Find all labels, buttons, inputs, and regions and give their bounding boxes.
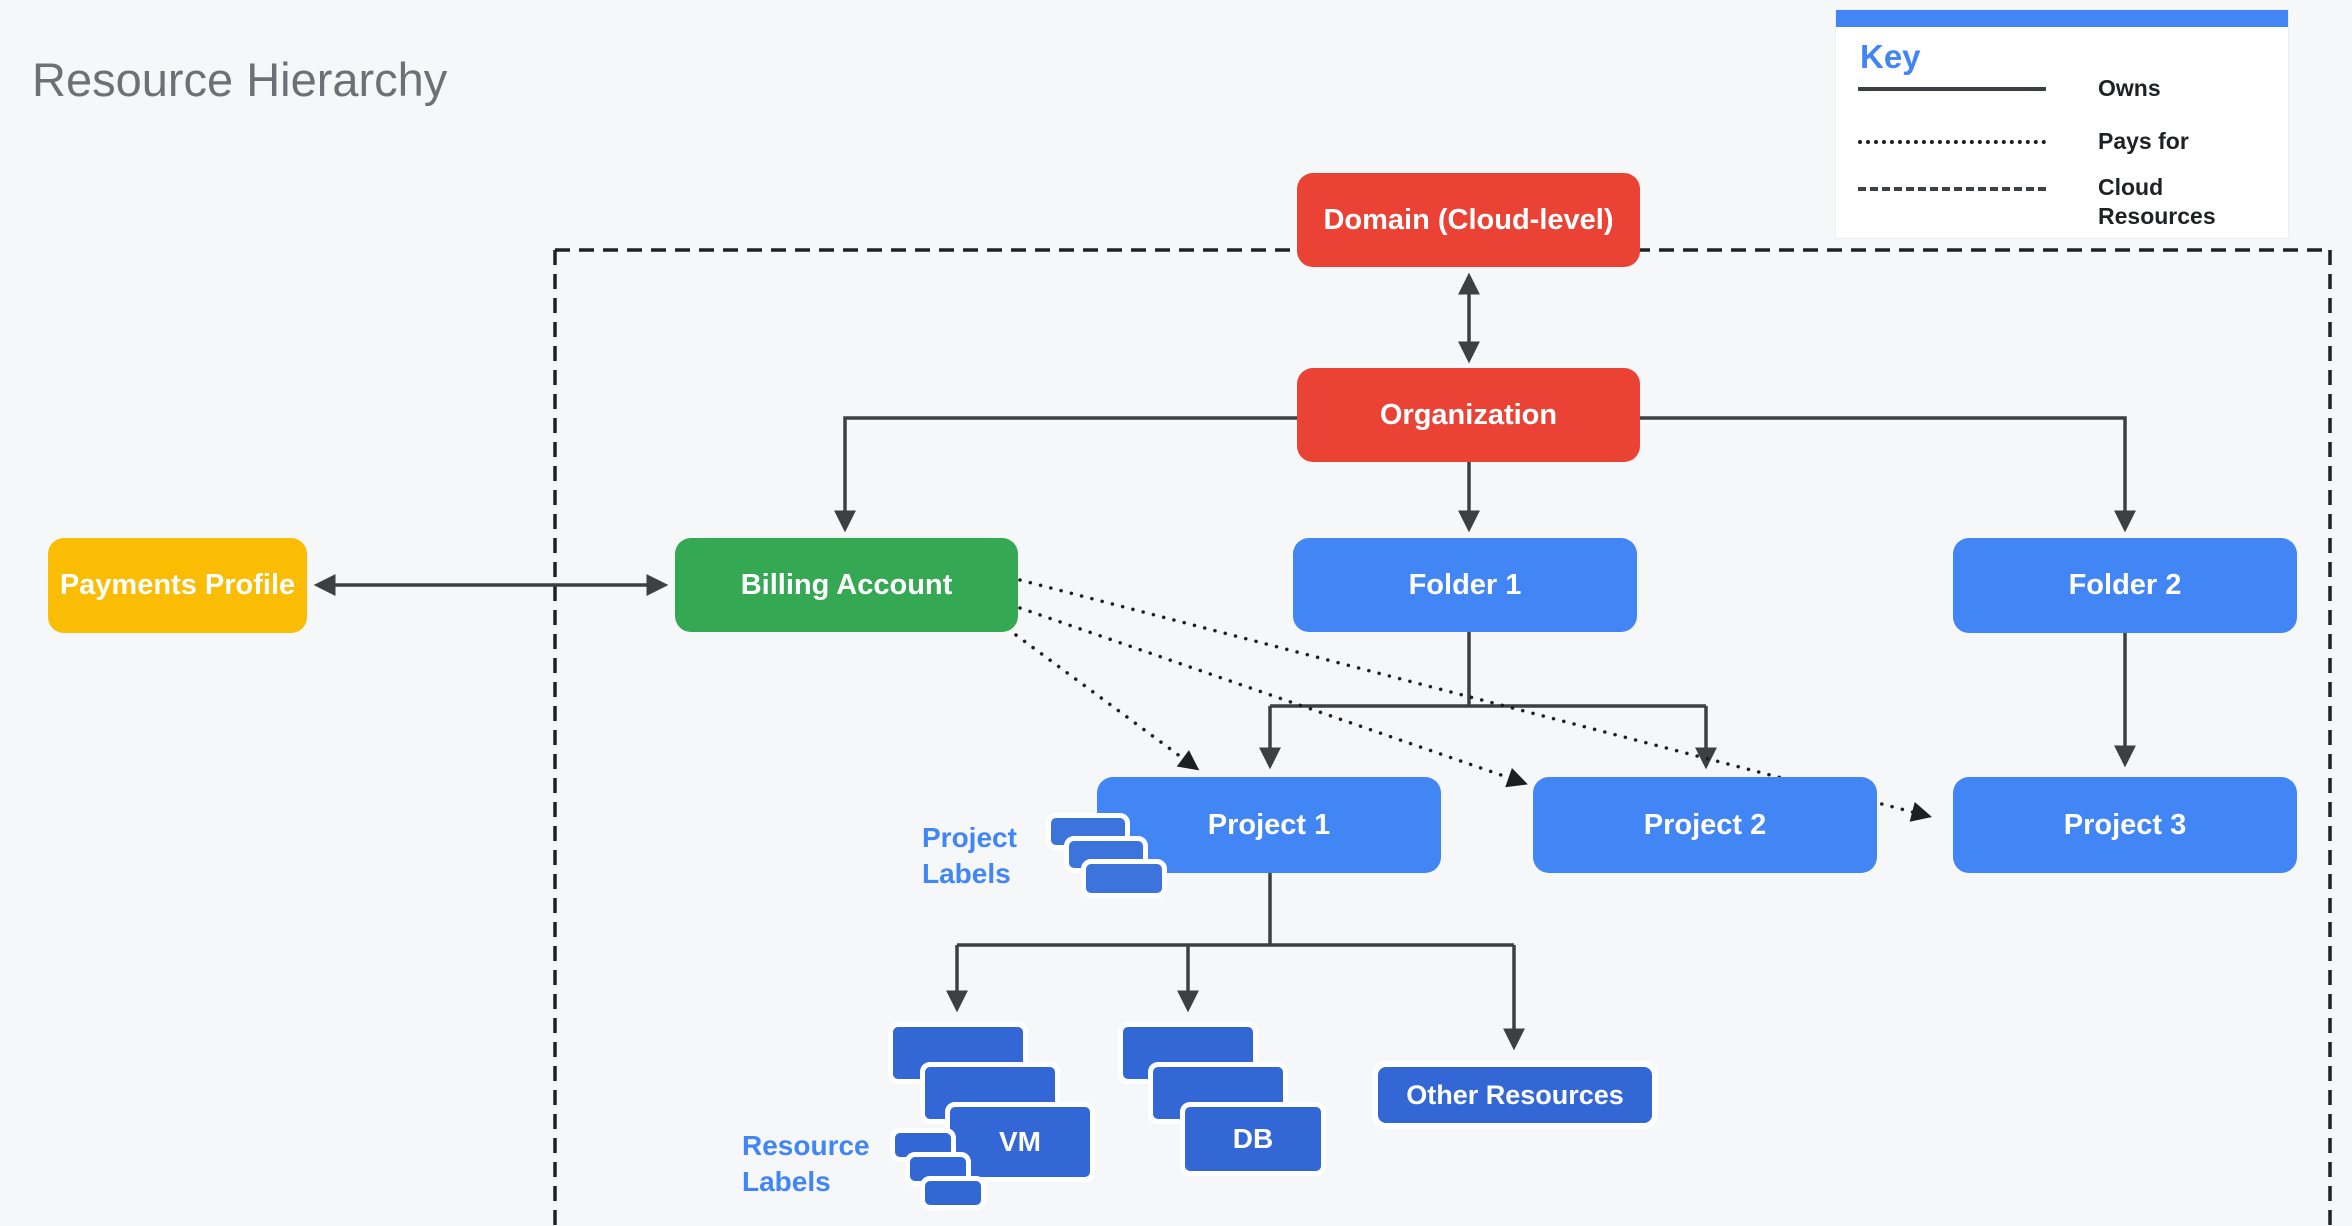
node-payments-profile: Payments Profile — [48, 538, 307, 633]
node-project-3: Project 3 — [1953, 777, 2297, 873]
node-project-1: Project 1 — [1097, 777, 1441, 873]
resource-labels-annotation: Resource Labels — [742, 1130, 870, 1197]
page-title: Resource Hierarchy — [32, 53, 448, 106]
legend-accent-bar — [1836, 10, 2288, 27]
node-organization: Organization — [1297, 368, 1640, 462]
owns-edges — [313, 272, 2136, 1051]
project-label-card-3 — [1081, 859, 1167, 898]
node-folder-2: Folder 2 — [1953, 538, 2297, 633]
legend-label-cloud-resources: Cloud Resources — [2098, 174, 2216, 229]
cloud-resources-boundary — [553, 248, 2332, 1226]
solid-line-sample — [1858, 87, 2046, 91]
vm-stack-card-2 — [920, 1062, 1060, 1124]
dotted-line-sample — [1858, 140, 2046, 144]
dashed-line-sample — [1858, 187, 2046, 191]
node-other-resources: Other Resources — [1372, 1061, 1658, 1129]
legend-key: Key Owns Pays for Cloud Resources — [1836, 10, 2288, 238]
node-domain: Domain (Cloud-level) — [1297, 173, 1640, 267]
node-folder-1: Folder 1 — [1293, 538, 1637, 632]
pays-for-edges — [1014, 578, 1932, 822]
legend-label-owns: Owns — [2098, 75, 2161, 101]
resource-label-card-3 — [920, 1176, 986, 1210]
legend-title: Key — [1860, 38, 1921, 75]
node-db: DB — [1180, 1102, 1326, 1176]
legend-label-pays-for: Pays for — [2098, 128, 2189, 154]
node-billing-account: Billing Account — [675, 538, 1018, 632]
node-project-2: Project 2 — [1533, 777, 1877, 873]
project-labels-annotation: Project Labels — [922, 822, 1017, 889]
